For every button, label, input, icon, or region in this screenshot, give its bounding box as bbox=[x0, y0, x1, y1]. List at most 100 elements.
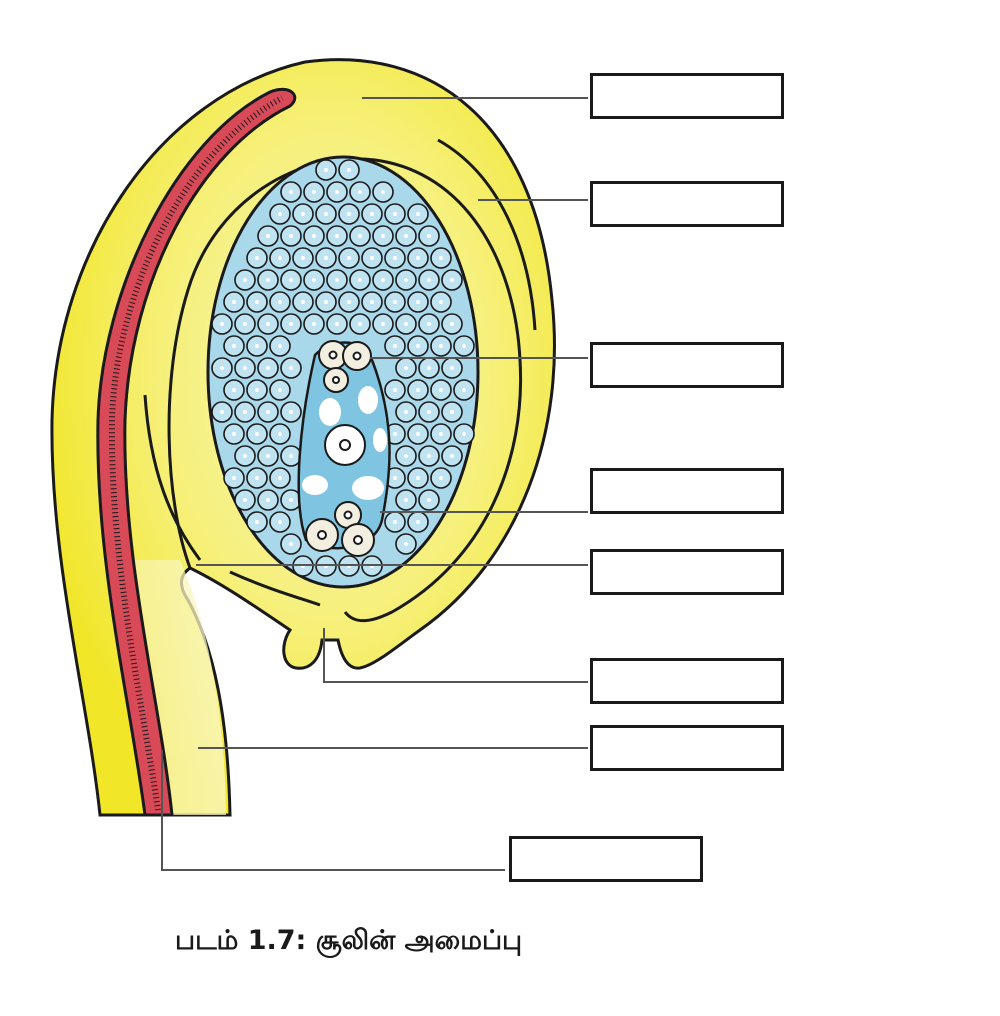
nucellus-cell-nucleus bbox=[347, 300, 351, 304]
integument-line bbox=[437, 138, 537, 331]
nucellus-cell-nucleus bbox=[220, 410, 224, 414]
polar-nuclei bbox=[324, 424, 366, 466]
nucellus-cell-nucleus bbox=[324, 300, 328, 304]
label-box-egg-apparatus[interactable] bbox=[590, 549, 784, 595]
nucellus-cell-nucleus bbox=[370, 300, 374, 304]
nucellus-cell-nucleus bbox=[255, 344, 259, 348]
nucellus-cell-nucleus bbox=[404, 278, 408, 282]
nucellus-cell-nucleus bbox=[278, 388, 282, 392]
nucellus-cell-nucleus bbox=[393, 476, 397, 480]
nucellus-cell-nucleus bbox=[255, 520, 259, 524]
nucellus-cell-nucleus bbox=[266, 410, 270, 414]
nucellus-cell-nucleus bbox=[439, 388, 443, 392]
integument-line bbox=[229, 570, 321, 607]
nucellus-cell-nucleus bbox=[232, 476, 236, 480]
nucellus-cell-nucleus bbox=[335, 278, 339, 282]
nucellus-cell-nucleus bbox=[312, 322, 316, 326]
nucellus-cell-nucleus bbox=[301, 212, 305, 216]
nucellus-cell-nucleus bbox=[278, 300, 282, 304]
nucellus-cell-nucleus bbox=[381, 278, 385, 282]
nucellus-cell-nucleus bbox=[243, 278, 247, 282]
nucellus-cell-nucleus bbox=[243, 366, 247, 370]
nucellus-cell-nucleus bbox=[243, 410, 247, 414]
nucellus-cell-nucleus bbox=[416, 212, 420, 216]
nucellus-cell-nucleus bbox=[404, 410, 408, 414]
nucellus-cell-nucleus bbox=[393, 388, 397, 392]
nucellus-cell-nucleus bbox=[427, 322, 431, 326]
nucellus-cell-nucleus bbox=[416, 300, 420, 304]
nucellus-cell-nucleus bbox=[335, 234, 339, 238]
nucellus-cell-nucleus bbox=[404, 322, 408, 326]
label-box-funicle[interactable] bbox=[590, 725, 784, 771]
nucellus-cell-nucleus bbox=[347, 256, 351, 260]
label-box-antipodal-cells[interactable] bbox=[590, 342, 784, 388]
nucellus-cell-nucleus bbox=[301, 256, 305, 260]
nucellus-cell-nucleus bbox=[462, 344, 466, 348]
nucellus-cell-nucleus bbox=[450, 454, 454, 458]
nucellus-cell-nucleus bbox=[289, 454, 293, 458]
nucellus-cell-nucleus bbox=[232, 388, 236, 392]
egg-apparatus bbox=[305, 501, 375, 557]
nucellus-cell-nucleus bbox=[243, 498, 247, 502]
nucellus-cell-nucleus bbox=[381, 190, 385, 194]
nucellus-cell-nucleus bbox=[289, 234, 293, 238]
nucellus-cell-nucleus bbox=[358, 322, 362, 326]
nucellus-cell-nucleus bbox=[416, 388, 420, 392]
nucellus-cell-nucleus bbox=[427, 498, 431, 502]
nucellus-cell-nucleus bbox=[289, 498, 293, 502]
nucellus-cell-nucleus bbox=[393, 344, 397, 348]
label-box-outer-integument[interactable] bbox=[590, 73, 784, 119]
nucellus-cell-nucleus bbox=[289, 542, 293, 546]
nucellus-cell-nucleus bbox=[450, 410, 454, 414]
nucellus-cell-nucleus bbox=[324, 212, 328, 216]
nucellus-cell-nucleus bbox=[243, 322, 247, 326]
embryo-sac-vacuoles bbox=[302, 386, 387, 500]
label-box-embryo-sac[interactable] bbox=[590, 468, 784, 514]
nucellus-cell-nucleus bbox=[370, 212, 374, 216]
nucellus-cell-nucleus bbox=[266, 278, 270, 282]
nucellus-cell-nucleus bbox=[347, 212, 351, 216]
nucellus-cell-nucleus bbox=[439, 476, 443, 480]
nucellus-cell-nucleus bbox=[358, 234, 362, 238]
nucellus-cell-nucleus bbox=[289, 190, 293, 194]
nucellus-cell-nucleus bbox=[404, 454, 408, 458]
nucellus-cell-nucleus bbox=[289, 410, 293, 414]
nucellus-cell-nucleus bbox=[266, 498, 270, 502]
nucellus-cell-nucleus bbox=[255, 300, 259, 304]
nucellus-cell-nucleus bbox=[358, 190, 362, 194]
nucellus-cell-nucleus bbox=[416, 256, 420, 260]
nucellus-cell-nucleus bbox=[450, 366, 454, 370]
leader-lines bbox=[161, 97, 588, 871]
nucellus-cell-nucleus bbox=[266, 454, 270, 458]
nucellus-cell-nucleus bbox=[243, 454, 247, 458]
nucellus-cell-nucleus bbox=[289, 278, 293, 282]
label-box-vascular-strand[interactable] bbox=[509, 836, 703, 882]
nucellus-cell-nucleus bbox=[416, 344, 420, 348]
nucellus-cell-nucleus bbox=[462, 388, 466, 392]
nucellus-cell-nucleus bbox=[439, 432, 443, 436]
nucellus-cell-nucleus bbox=[416, 520, 420, 524]
nucellus-cell-nucleus bbox=[278, 520, 282, 524]
nucellus-cells bbox=[211, 159, 475, 577]
nucellus-cell-nucleus bbox=[393, 212, 397, 216]
figure-caption: படம் 1.7: சூலின் அமைப்பு bbox=[175, 925, 523, 956]
nucellus-cell-nucleus bbox=[393, 256, 397, 260]
nucellus-cell-nucleus bbox=[347, 168, 351, 172]
label-box-inner-integument[interactable] bbox=[590, 181, 784, 227]
nucellus-cell-nucleus bbox=[416, 476, 420, 480]
nucellus-cell-nucleus bbox=[232, 300, 236, 304]
nucellus-cell-nucleus bbox=[324, 256, 328, 260]
label-box-micropyle[interactable] bbox=[590, 658, 784, 704]
integument-line bbox=[143, 394, 202, 561]
antipodal-cells bbox=[318, 340, 372, 393]
nucellus-cell-nucleus bbox=[404, 542, 408, 546]
nucellus-cell-nucleus bbox=[358, 278, 362, 282]
vascular-strand bbox=[96, 87, 297, 817]
inner-integument bbox=[167, 157, 523, 623]
nucellus-cell-nucleus bbox=[266, 366, 270, 370]
nucellus-cell-nucleus bbox=[439, 256, 443, 260]
nucellus-cell-nucleus bbox=[450, 322, 454, 326]
nucellus-cell-nucleus bbox=[278, 256, 282, 260]
